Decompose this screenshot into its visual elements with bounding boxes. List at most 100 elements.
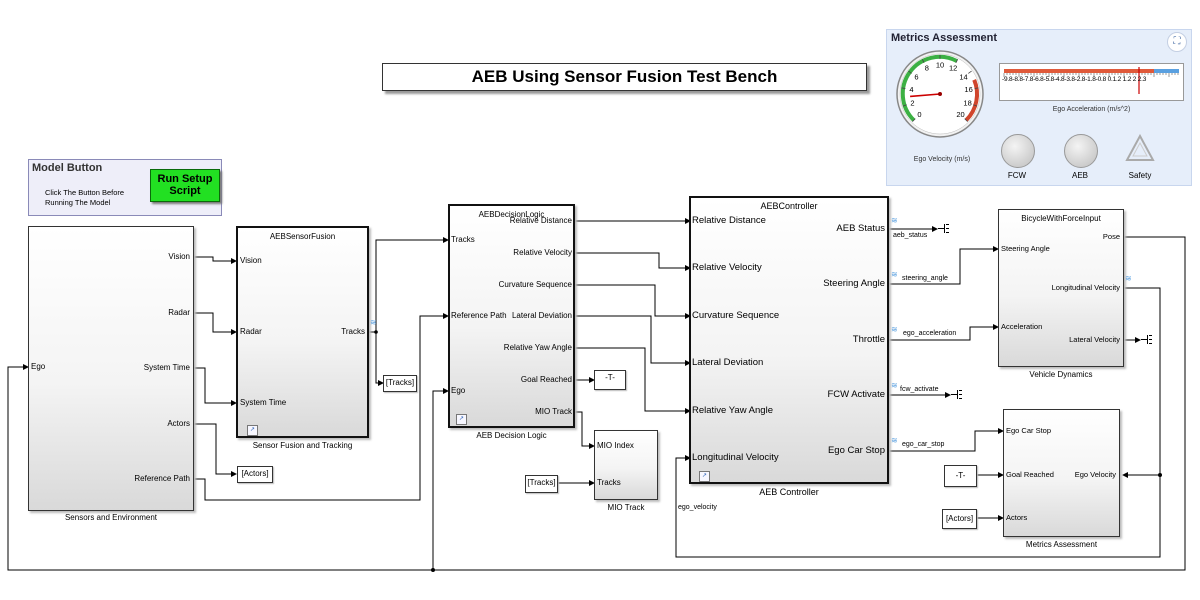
aeb-controller-title: AEBController bbox=[760, 201, 818, 211]
safety-warning-icon bbox=[1125, 134, 1155, 161]
vehicle-output-lateral-velocity: Lateral Velocity bbox=[1069, 335, 1120, 344]
gauge-tick-mark bbox=[955, 59, 959, 63]
wire-actors bbox=[193, 423, 237, 477]
wire-system-time bbox=[193, 367, 237, 406]
aeb-decision-logic-block[interactable]: AEBDecisionLogic bbox=[448, 204, 575, 428]
gauge-tick-label: 14 bbox=[959, 73, 967, 82]
wire-steering bbox=[888, 246, 999, 285]
ego-acceleration-ticks: -9.8-8.8-7.8-6.8-5.8-4.8-3.8-2.8-1.8-0.8… bbox=[1002, 76, 1147, 83]
signal-logging-icon: ≋ bbox=[891, 270, 898, 279]
controller-output-aeb-status: AEB Status bbox=[836, 223, 885, 234]
sensor-fusion-title: AEBSensorFusion bbox=[269, 232, 336, 241]
decision-output-relative-distance: Relative Distance bbox=[509, 216, 572, 225]
from-t-tag[interactable]: -T- bbox=[944, 465, 977, 487]
fusion-input-radar: Radar bbox=[240, 327, 262, 336]
wire-reference-path bbox=[193, 313, 449, 501]
controller-input-relative-yaw-angle: Relative Yaw Angle bbox=[692, 405, 773, 416]
metrics-assessment-caption: Metrics Assessment bbox=[1025, 540, 1098, 549]
vehicle-output-pose: Pose bbox=[1102, 232, 1120, 241]
metrics-assessment-block[interactable] bbox=[1003, 409, 1120, 537]
model-reference-icon: ↗ bbox=[247, 425, 258, 436]
terminator-icon bbox=[938, 224, 950, 234]
model-button-heading: Model Button bbox=[32, 162, 103, 174]
model-button-note: Click The Button Before Running The Mode… bbox=[45, 188, 125, 207]
signal-ego-car-stop: ego_car_stop bbox=[902, 441, 945, 448]
gauge-tick-mark bbox=[902, 104, 907, 107]
controller-output-throttle: Throttle bbox=[852, 334, 885, 345]
controller-output-ego-car-stop: Ego Car Stop bbox=[827, 445, 885, 456]
goto-actors-tag[interactable]: [Actors] bbox=[237, 466, 273, 483]
controller-input-lateral-deviation: Lateral Deviation bbox=[692, 357, 764, 368]
metrics-input-ego-car-stop: Ego Car Stop bbox=[1006, 426, 1052, 435]
mio-track-block[interactable] bbox=[594, 430, 658, 500]
gauge-tick-label: 16 bbox=[964, 85, 972, 94]
mio-track-caption: MIO Track bbox=[607, 503, 645, 512]
goto-tracks-tag[interactable]: [Tracks] bbox=[383, 375, 417, 392]
gauge-tick-label: 12 bbox=[949, 64, 957, 73]
wire-ego-branch bbox=[432, 388, 449, 570]
sensors-output-actors: Actors bbox=[167, 419, 190, 428]
wire-ego-car-stop bbox=[888, 428, 1004, 452]
mio-input-tracks: Tracks bbox=[597, 478, 621, 487]
fusion-output-tracks: Tracks bbox=[341, 327, 365, 336]
decision-logic-title: AEBDecisionLogic bbox=[478, 210, 545, 219]
decision-input-reference-path: Reference Path bbox=[451, 311, 507, 320]
sensors-environment-block[interactable] bbox=[28, 226, 194, 511]
wire-throttle bbox=[888, 324, 999, 341]
controller-input-longitudinal-velocity: Longitudinal Velocity bbox=[692, 452, 779, 463]
decision-logic-caption: AEB Decision Logic bbox=[476, 431, 547, 440]
signal-logging-icon: ≋ bbox=[1125, 274, 1132, 283]
gauge-tick-label: 4 bbox=[909, 85, 913, 94]
sensors-output-reference-path: Reference Path bbox=[134, 474, 190, 483]
signal-ego-acceleration: ego_acceleration bbox=[903, 330, 957, 337]
metrics-title: Metrics Assessment bbox=[891, 32, 997, 44]
gauge-tick-mark bbox=[973, 104, 978, 107]
wire-tracks bbox=[368, 237, 449, 333]
gauge-tick-mark bbox=[974, 87, 979, 89]
vehicle-dynamics-block[interactable]: BicycleWithForceInput bbox=[998, 209, 1124, 367]
decision-output-relative-yaw-angle: Relative Yaw Angle bbox=[503, 343, 572, 352]
from-actors-tag[interactable]: [Actors] bbox=[942, 509, 977, 529]
decision-output-lateral-deviation: Lateral Deviation bbox=[511, 311, 572, 320]
wire-rel-velocity bbox=[574, 252, 691, 271]
run-setup-script-button[interactable]: Run Setup Script bbox=[150, 169, 220, 202]
gauge-tick-mark bbox=[921, 59, 925, 63]
sensor-fusion-caption: Sensor Fusion and Tracking bbox=[252, 441, 353, 450]
mio-input-mio-index: MIO Index bbox=[597, 441, 634, 450]
gauge-tick-mark bbox=[908, 70, 912, 74]
signal-steering-angle: steering_angle bbox=[902, 275, 948, 282]
metrics-input-actors: Actors bbox=[1006, 513, 1028, 522]
goto-goal-reached-tag[interactable]: -T- bbox=[594, 370, 626, 390]
from-tracks-tag[interactable]: [Tracks] bbox=[525, 475, 558, 493]
gauge-tick-label: 0 bbox=[917, 110, 921, 119]
vehicle-output-longitudinal-velocity: Longitudinal Velocity bbox=[1051, 283, 1120, 292]
decision-input-tracks: Tracks bbox=[451, 235, 475, 244]
snapshot-icon[interactable]: ⛶ bbox=[1167, 32, 1187, 52]
signal-logging-icon: ≋ bbox=[891, 436, 898, 445]
sensors-output-vision: Vision bbox=[168, 252, 190, 261]
decision-output-mio-track: MIO Track bbox=[535, 407, 572, 416]
controller-output-steering-angle: Steering Angle bbox=[823, 278, 885, 289]
sensors-output-radar: Radar bbox=[168, 308, 190, 317]
wire-curvature bbox=[574, 284, 691, 319]
decision-output-goal-reached: Goal Reached bbox=[520, 375, 572, 384]
controller-input-relative-velocity: Relative Velocity bbox=[692, 262, 762, 273]
wire-pose bbox=[7, 236, 1186, 571]
wire-tracks-tag bbox=[375, 332, 384, 386]
decision-output-relative-velocity: Relative Velocity bbox=[513, 248, 572, 257]
aeb-controller-block[interactable]: AEBController bbox=[689, 196, 889, 484]
fcw-lamp-label: FCW bbox=[1007, 171, 1027, 180]
wire-radar bbox=[193, 312, 237, 335]
fusion-input-system-time: System Time bbox=[240, 398, 287, 407]
wire-long-velocity bbox=[1122, 287, 1161, 478]
fusion-input-vision: Vision bbox=[240, 256, 262, 265]
model-reference-icon: ↗ bbox=[699, 471, 710, 482]
sensor-fusion-block[interactable]: AEBSensorFusion bbox=[236, 226, 369, 438]
wire-rel-yaw bbox=[574, 347, 691, 414]
model-reference-icon: ↗ bbox=[456, 414, 467, 425]
controller-input-relative-distance: Relative Distance bbox=[692, 215, 766, 226]
vehicle-dynamics-title: BicycleWithForceInput bbox=[1021, 214, 1101, 223]
